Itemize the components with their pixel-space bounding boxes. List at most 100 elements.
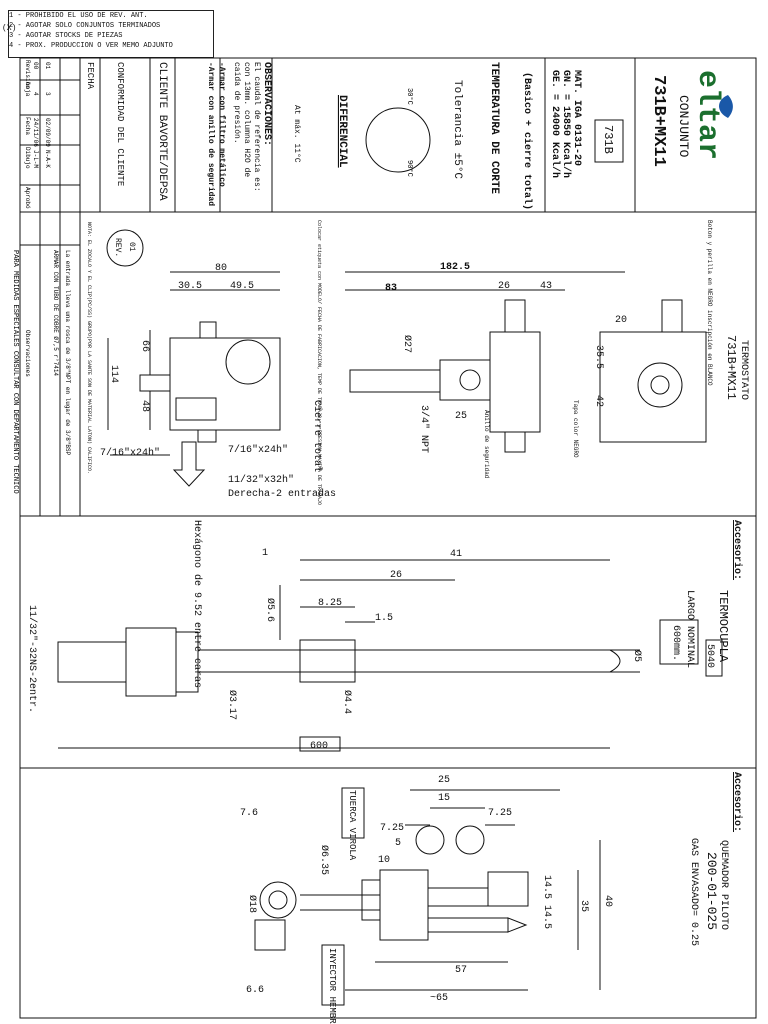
legend-item: 2 - AGOTAR SOLO CONJUNTOS TERMINADOS (9, 22, 161, 30)
dim-label: Ø4.4 (341, 690, 353, 714)
rev-cell: 4 (32, 92, 39, 96)
legend-item: 4 - PROX. PRODUCCION O VER MEMO ADJUNTO (9, 42, 173, 50)
pilot-burner-body (379, 869, 429, 941)
dim-label: 7.25 (488, 808, 512, 819)
dim-label: ~65 (430, 993, 448, 1004)
diferencial-text: DIFERENCIAL (336, 95, 348, 168)
rev-header: Observaciones (24, 330, 31, 377)
rev-cell: J-L-M (32, 150, 39, 168)
rev-header: Aprobó (24, 187, 31, 209)
thermocouple-code: 5040 (704, 644, 715, 668)
obs-line: El caudal de referencia es: (252, 62, 261, 192)
termostato-model: 731B+MX11 (724, 335, 738, 400)
dim-label: Ø5 (631, 650, 643, 662)
logo-text: eltar (690, 70, 724, 160)
dim-label: Ø5.6 (264, 598, 276, 622)
nota-text: NOTA: EL ZOCALO Y EL CLIP(PC/SS) GRUPO(P… (86, 222, 92, 474)
dim-label: 10 (378, 855, 390, 866)
tuerca-label: TUERCA VIROLA (347, 790, 357, 861)
dim-label: 57 (455, 965, 467, 976)
npt-label: 3/4" NPT (418, 405, 430, 453)
footer-note: PARA MEDIDAS ESPECIALES CONSULTAR CON DE… (11, 250, 19, 494)
dim-label: 80 (215, 263, 227, 274)
hex-label: Hexágono de 9.52 entre caras (191, 520, 203, 688)
dim-label: 48 (139, 400, 150, 412)
tapa-label: Tapa color NEGRO (572, 400, 579, 458)
mat-line: GN. = 15850 Kcal/h (560, 70, 572, 178)
dial-right: 90°C (405, 160, 414, 177)
rev-header: Dibujo (24, 147, 31, 169)
largo-val: 600mm. (670, 625, 681, 661)
max-diff-text: At máx. 11°C (292, 105, 301, 163)
boton-label: Boton y perilla en NEGRO inscripción en … (706, 220, 713, 386)
sheet-frame (19, 57, 757, 1019)
thread-label: 11/32"-32NS-2entr. (26, 605, 38, 713)
basico-text: (Basico + cierre total) (521, 72, 533, 210)
dim-label: 41 (450, 549, 462, 560)
dim-label: 15 (438, 793, 450, 804)
model-title: 731B+MX11 (649, 75, 668, 167)
pilot-name: QUEMADOR PILOTO (718, 840, 729, 930)
rev-cell: ARMAR CON TUBO DE COBRE Ø7,5 r°7414 (52, 250, 59, 376)
obs-line: con 13mm. columna H2O de (242, 62, 251, 177)
rev-cell: N-A-K (44, 150, 51, 168)
dim-label: 42 (593, 395, 604, 407)
dim-label: 7.25 (380, 823, 404, 834)
dim-label: 1.5 (375, 613, 393, 624)
legend-item: 1 - PROHIBIDO EL USO DE REV. ANT. (9, 12, 148, 20)
dim-label: 35.5 (593, 345, 604, 369)
rev-cell: 01 (44, 62, 51, 70)
dim-label: 26 (498, 281, 510, 292)
dim-label: Ø6.35 (318, 845, 330, 875)
thread-label: 7/16"x24h" (228, 444, 288, 456)
dim-label: 49.5 (230, 281, 254, 292)
obs-line: caida de presión. (232, 62, 241, 144)
dim-label: Ø18 (246, 895, 258, 913)
mat-line: MAT. IGA 0131-20 (571, 70, 582, 166)
thermostat-side-view (489, 331, 541, 433)
dim-label: 66 (139, 340, 150, 352)
thermocouple-name: TERMOCUPLA (716, 590, 730, 663)
accesorio-label: Accesorio: (731, 520, 743, 580)
rev-cell: 02/09/09 (44, 118, 51, 147)
dim-label: 83 (385, 283, 397, 294)
rev-cell: 24/11/06 (32, 118, 39, 147)
dim-label: 30.5 (178, 281, 202, 292)
flame-logo-icon (719, 95, 733, 118)
pilot-code: 200-01-025 (704, 852, 719, 930)
termostato-label: TERMOSTATO (738, 340, 749, 400)
rev-header: Fecha (24, 117, 31, 135)
rev-cell: La entrada lleva una rosca de 3/8"NPT en… (64, 250, 71, 456)
dim-label: 5 (395, 838, 401, 849)
dim-label: 1 (262, 548, 268, 559)
pilot-end-view (259, 881, 297, 919)
cierre-label: Cierre total (311, 400, 323, 472)
dial-left: 30°C (405, 88, 414, 105)
obs-title: OBSERVACIONES: (261, 62, 272, 146)
rev-balloon-label: REV. (113, 238, 122, 257)
dim-label: 26 (390, 570, 402, 581)
dim-label: 114 (108, 365, 119, 383)
tolerancia-text: Tolerancia ±5°C (451, 80, 463, 179)
dim-label: 40 (602, 895, 613, 907)
legend-item: 3 - AGOTAR STOCKS DE PIEZAS (9, 32, 123, 40)
thermostat-top-view (599, 331, 707, 443)
dim-label: 182.5 (440, 262, 470, 273)
dim-label: 43 (540, 281, 552, 292)
rev-header: Revisión (24, 60, 31, 89)
thread-label: 7/16"x24h" (100, 447, 160, 459)
anillo-label: Anillo de seguridad (483, 410, 490, 479)
thermostat-knob (225, 339, 271, 385)
rev-cell: 00 (32, 62, 39, 70)
thermostat-front-view (169, 337, 281, 431)
obs-line: -Armar con filtro metálico (217, 62, 226, 187)
fecha-text: FECHA (85, 62, 95, 90)
accesorio-label: Accesorio: (731, 772, 743, 832)
legend-marker: (X) (2, 24, 17, 33)
mat-line: GE. = 24000 Kcal/h (549, 70, 561, 178)
inyector-label: INYECTOR HEMBRA (327, 948, 337, 1024)
obs-line: -Armar con anillo de seguridad (206, 62, 215, 206)
rev-cell: 3 (44, 92, 51, 96)
dim-label: 7.6 (240, 808, 258, 819)
conjunto-label: CONJUNTO (676, 95, 691, 158)
